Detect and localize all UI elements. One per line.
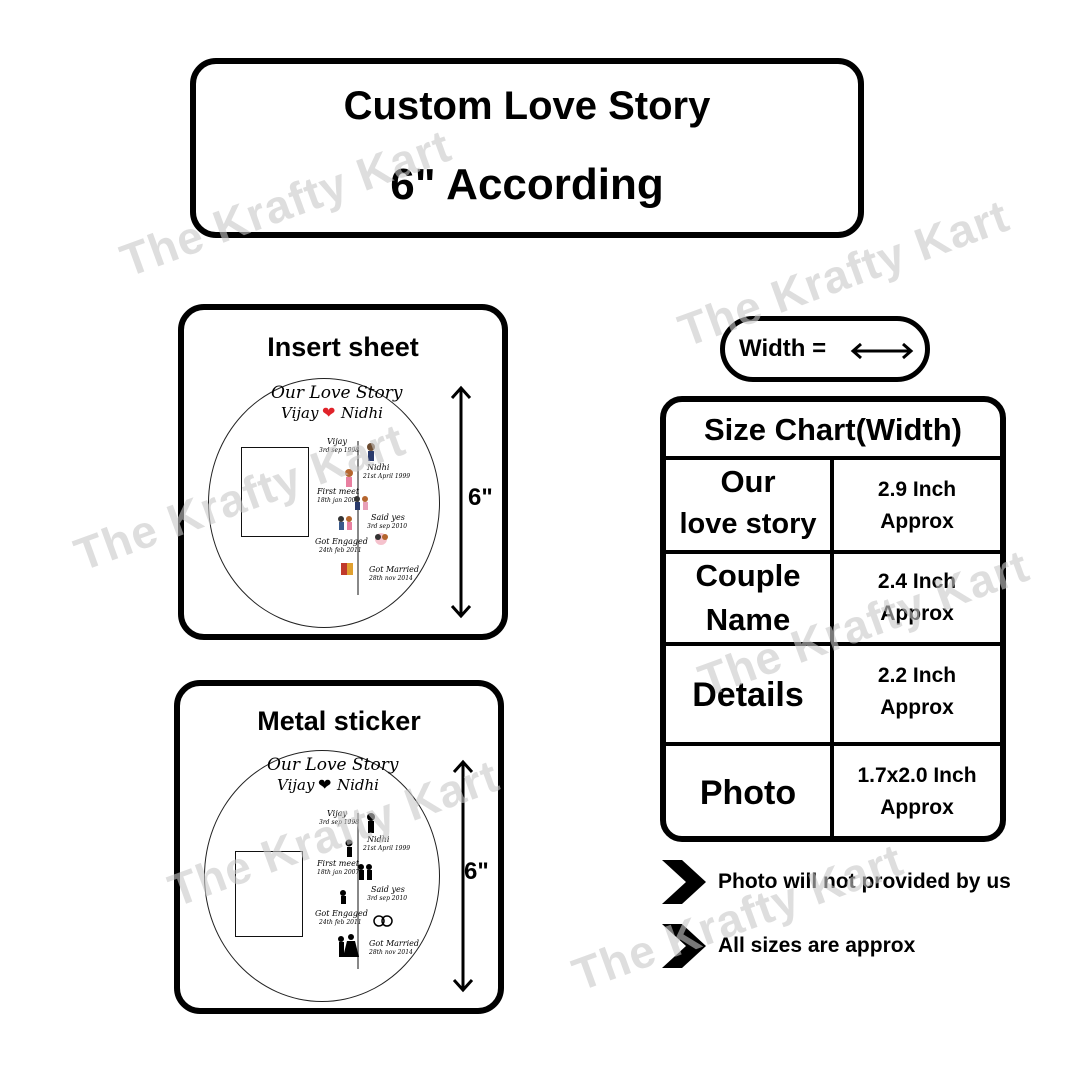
sticker-name-right: Nidhi [337,776,379,794]
couple-silhouette-icon [338,813,393,957]
chart-column-divider [830,460,834,836]
row-size-approx: Approx [880,602,954,625]
row-size: 1.7x2.0 Inch [857,764,977,787]
event-date: 3rd sep 2010 [367,895,408,902]
chevron-right-icon [662,924,706,968]
event-date: 28th nov 2014 [369,949,413,956]
note-photo: Photo will not provided by us [718,870,1011,893]
size-chart: Size Chart(Width) Our love story 2.9 Inc… [660,396,1006,842]
sticker-heading: Our Love Story [267,755,399,775]
row-size-approx: Approx [880,510,954,533]
sticker-name-left: Vijay [277,776,315,794]
insert-name-right: Nidhi [341,404,383,422]
title-box: Custom Love Story 6" According [190,58,864,238]
metal-sticker-circle: Our Love Story Vijay ❤ Nidhi Vijay 3rd s… [204,750,440,1002]
chart-divider [666,642,1000,646]
row-size-approx: Approx [880,696,954,719]
title-line-2: 6" According [390,160,664,209]
event-date: 3rd sep 1998 [319,819,360,826]
event-date: 3rd sep 1998 [319,447,360,454]
row-size: 2.2 Inch [877,664,957,687]
insert-sheet-dimension: 6" [468,484,493,511]
chart-divider [666,550,1000,554]
event-date: 21st April 1999 [363,473,411,480]
event-date: 24th feb 2011 [319,919,362,926]
event-label: Said yes [371,885,405,894]
width-legend-label: Width = [739,335,827,362]
event-date: 18th jan 2007 [317,497,360,504]
row-size: 2.9 Inch [877,478,957,501]
event-label: Vijay [327,437,347,446]
title-line-1: Custom Love Story [343,84,711,128]
width-legend: Width = [720,316,930,382]
event-date: 18th jan 2007 [317,869,360,876]
row-item: Photo [699,774,797,812]
insert-sheet-circle: Our Love Story Vijay ❤ Nidhi Vijay 3rd s… [208,378,440,628]
height-arrow-icon [452,759,474,993]
heart-icon: ❤ [322,405,336,422]
insert-sheet-title: Insert sheet [267,332,419,362]
event-date: 28th nov 2014 [369,575,413,582]
event-label: Said yes [371,513,405,522]
watermark-text: The Krafty Kart [565,833,910,1001]
metal-sticker-dimension: 6" [464,858,489,885]
table-row: Couple Name 2.4 Inch Approx [666,554,1000,642]
event-label: Nidhi [367,463,390,472]
size-chart-title: Size Chart(Width) [703,412,963,447]
row-size-approx: Approx [880,796,954,819]
event-label: Nidhi [367,835,390,844]
chevron-right-icon [662,860,706,904]
metal-sticker-panel: Metal sticker Our Love Story Vijay ❤ Nid… [174,680,504,1014]
row-item: Details [692,676,804,714]
row-item: love story [679,508,817,540]
note-sizes: All sizes are approx [718,934,916,957]
chart-divider [666,456,1000,460]
couple-illustration-icon [338,443,388,575]
metal-sticker-title: Metal sticker [257,706,421,736]
event-date: 24th feb 2011 [319,547,362,554]
row-item: Name [705,602,791,637]
event-label: Got Married [369,939,419,948]
event-label: Got Married [369,565,419,574]
height-arrow-icon [450,385,472,619]
event-label: Vijay [327,809,347,818]
photo-placeholder [241,447,309,537]
chart-divider [666,742,1000,746]
heart-icon: ❤ [318,777,332,794]
insert-sheet-panel: Insert sheet Our Love Story Vijay ❤ Nidh… [178,304,508,640]
timeline-line [357,813,359,969]
row-size: 2.4 Inch [877,570,957,593]
event-label: Got Engaged [315,537,368,546]
row-item: Our [720,464,776,499]
timeline-line [357,441,359,595]
table-row: Details 2.2 Inch Approx [666,646,1000,742]
double-arrow-icon [850,342,914,360]
row-item: Couple [695,558,801,593]
insert-name-left: Vijay [281,404,319,422]
insert-heading: Our Love Story [271,383,403,403]
event-label: First meet [317,859,360,868]
table-row: Photo 1.7x2.0 Inch Approx [666,746,1000,836]
event-date: 21st April 1999 [363,845,411,852]
event-label: First meet [317,487,360,496]
photo-placeholder [235,851,303,937]
event-date: 3rd sep 2010 [367,523,408,530]
event-label: Got Engaged [315,909,368,918]
table-row: Our love story 2.9 Inch Approx [666,460,1000,550]
